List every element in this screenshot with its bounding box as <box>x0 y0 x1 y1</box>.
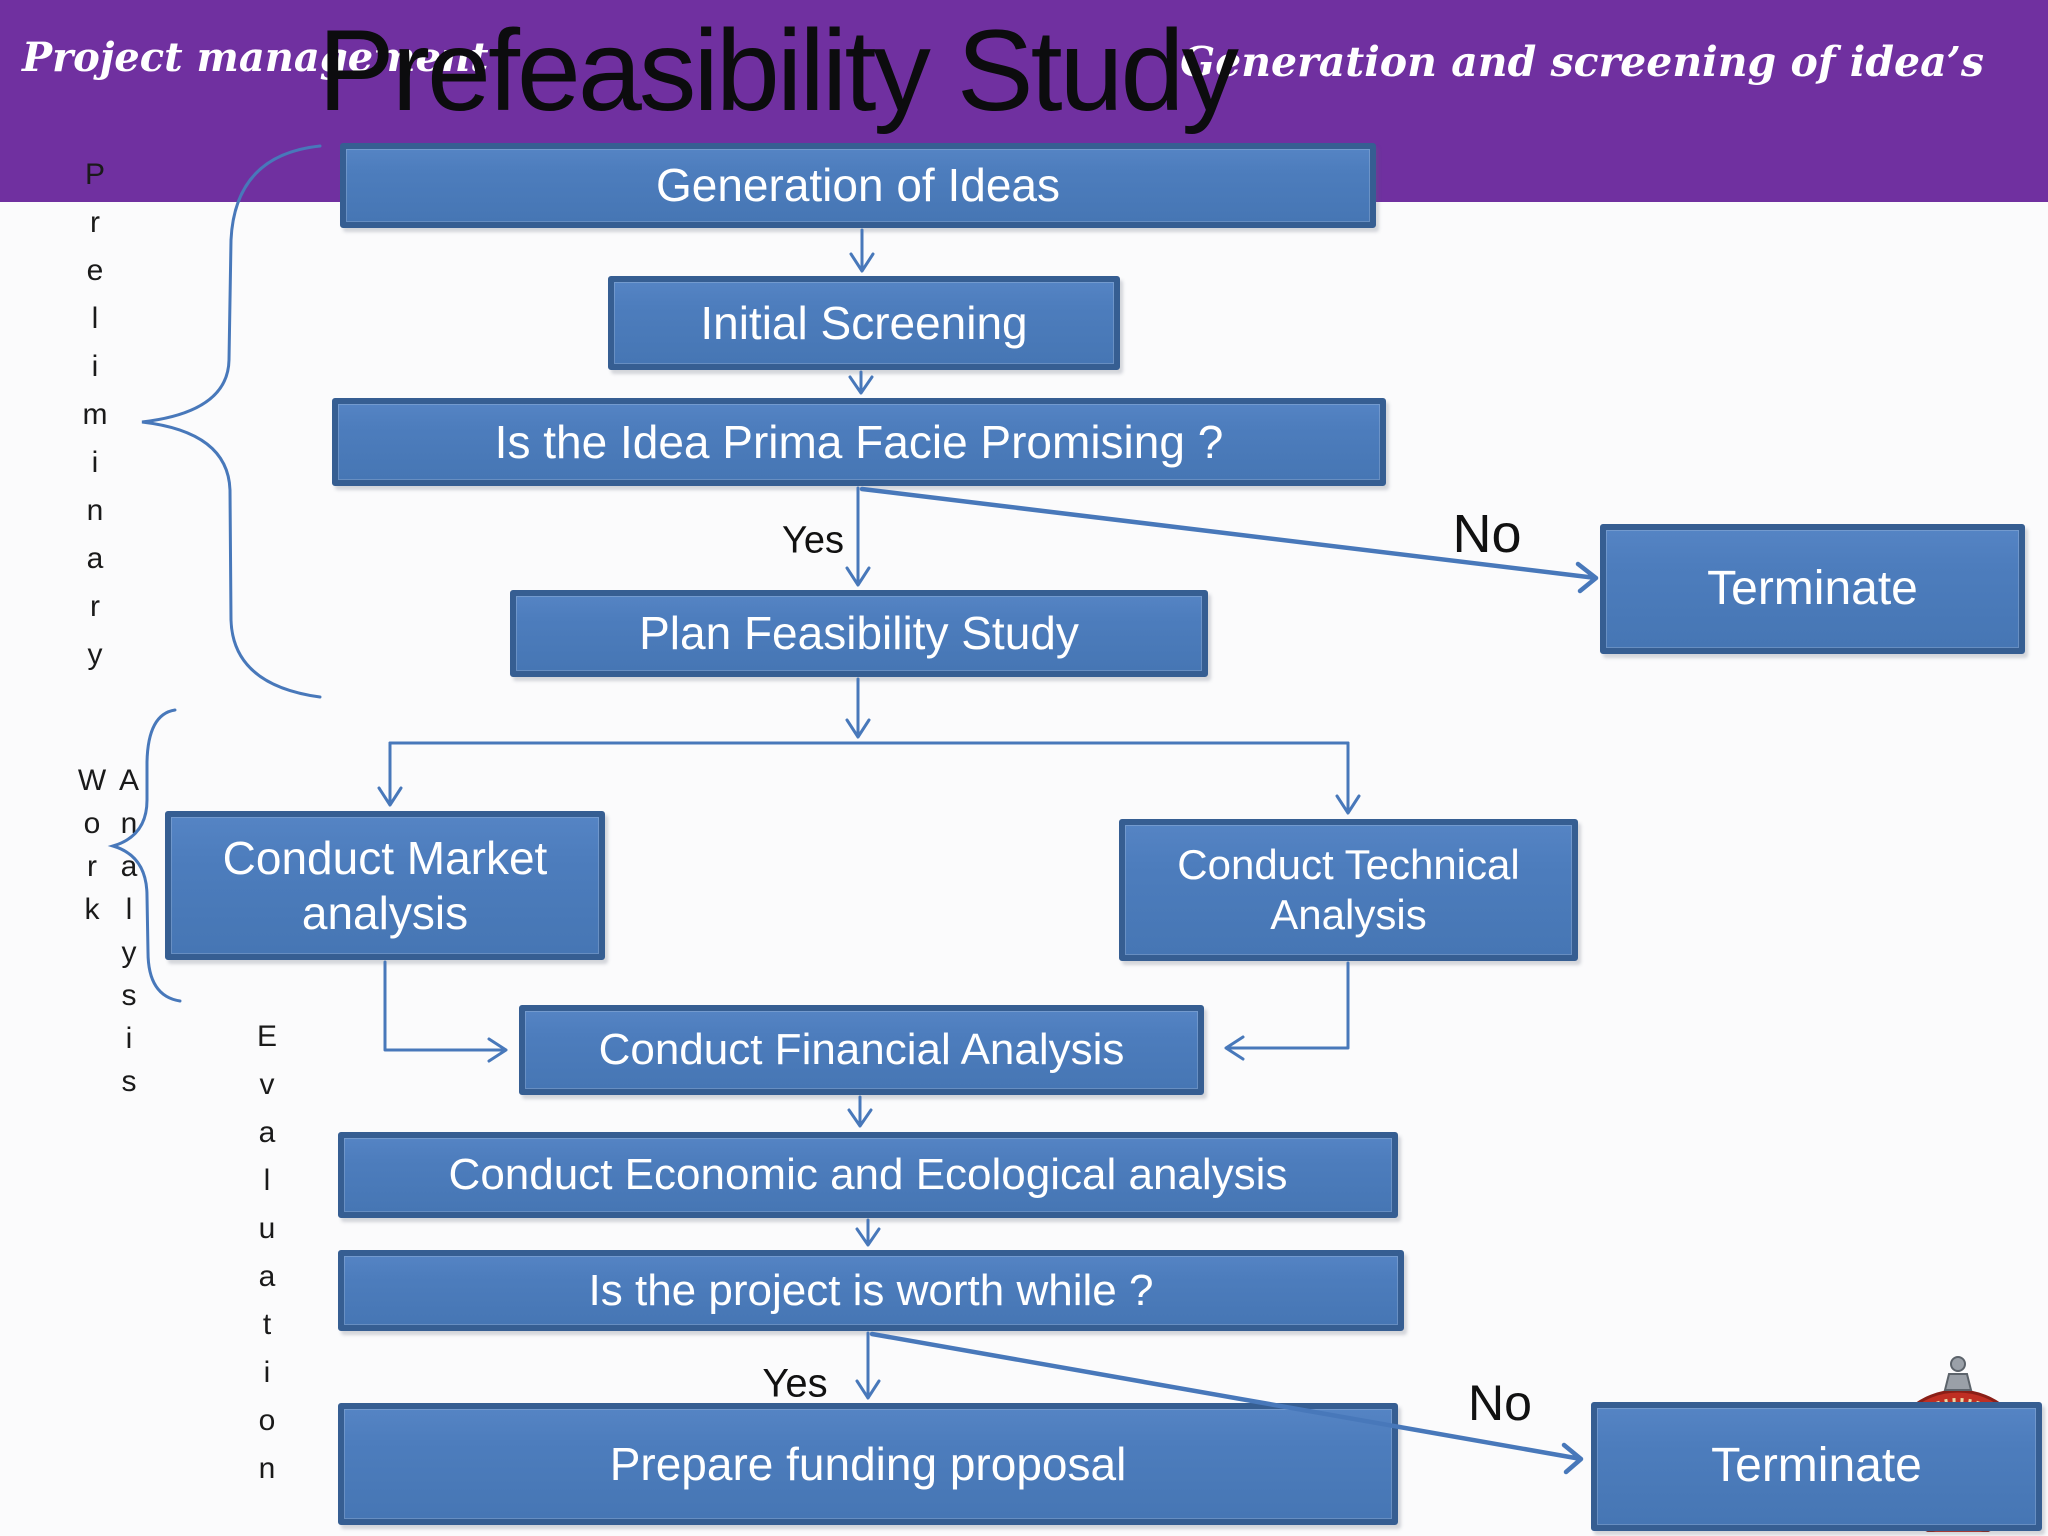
node-label: Generation of Ideas <box>655 159 1061 212</box>
node-label: Is the project is worth while ? <box>588 1265 1154 1315</box>
node-label: Conduct Economic and Ecological analysis <box>448 1150 1288 1200</box>
arrow-market-to-financial <box>383 960 508 1063</box>
topic-label: Generation and screening of idea’s <box>1180 38 1984 86</box>
arrow-worthwhile-yes-to-funding <box>855 1331 881 1400</box>
slide-title: Prefeasibility Study <box>318 7 1239 135</box>
edge-label-no-1: No <box>1452 504 1522 564</box>
arrow-ideas-to-screening <box>849 228 875 273</box>
edge-label-no-2: No <box>1468 1375 1532 1431</box>
arrow-economic-to-worthwhile <box>855 1218 881 1247</box>
node-label: Terminate <box>1707 561 1918 615</box>
preliminary-brace <box>141 144 322 699</box>
logo-crown <box>1943 1373 1973 1391</box>
node-label: Conduct Market <box>222 832 548 885</box>
node-label: Is the Idea Prima Facie Promising ? <box>494 415 1224 468</box>
node-terminate-2: Terminate <box>1591 1402 2042 1531</box>
node-worthwhile-decision: Is the project is worth while ? <box>338 1250 1404 1331</box>
node-terminate-1: Terminate <box>1600 524 2025 654</box>
node-initial-screening: Initial Screening <box>608 276 1120 370</box>
edge-label-yes-1: Yes <box>782 519 844 562</box>
arrow-plan-to-branch <box>845 677 871 739</box>
node-plan-feasibility-study: Plan Feasibility Study <box>510 590 1208 677</box>
node-label: analysis <box>301 886 469 939</box>
node-economic-ecological-analysis: Conduct Economic and Ecological analysis <box>338 1132 1398 1218</box>
node-label: Analysis <box>1270 891 1427 938</box>
node-label: Conduct Financial Analysis <box>598 1025 1125 1075</box>
course-label: Project management <box>22 34 489 81</box>
logo-crown-top <box>1950 1356 1966 1372</box>
node-market-analysis: Conduct Market analysis <box>165 811 605 960</box>
node-prima-facie-decision: Is the Idea Prima Facie Promising ? <box>332 398 1386 486</box>
arrow-screening-to-prima <box>848 370 874 395</box>
node-financial-analysis: Conduct Financial Analysis <box>519 1005 1204 1095</box>
node-label: Prepare funding proposal <box>609 1437 1127 1490</box>
arrow-branch-to-market <box>377 741 403 807</box>
arrow-branch-to-technical <box>1335 741 1361 815</box>
edge-label-yes-2: Yes <box>762 1361 828 1406</box>
node-label: Initial Screening <box>700 296 1028 349</box>
arrow-prima-yes-to-plan <box>845 486 871 587</box>
arrow-financial-to-economic <box>847 1095 873 1128</box>
node-generation-of-ideas: Generation of Ideas <box>340 143 1376 228</box>
node-prepare-funding-proposal: Prepare funding proposal <box>338 1403 1398 1525</box>
node-label: Terminate <box>1711 1439 1922 1493</box>
node-label: Conduct Technical <box>1177 841 1520 889</box>
node-label: Plan Feasibility Study <box>639 607 1079 660</box>
node-technical-analysis: Conduct Technical Analysis <box>1119 819 1578 961</box>
arrow-technical-to-financial <box>1224 961 1350 1061</box>
